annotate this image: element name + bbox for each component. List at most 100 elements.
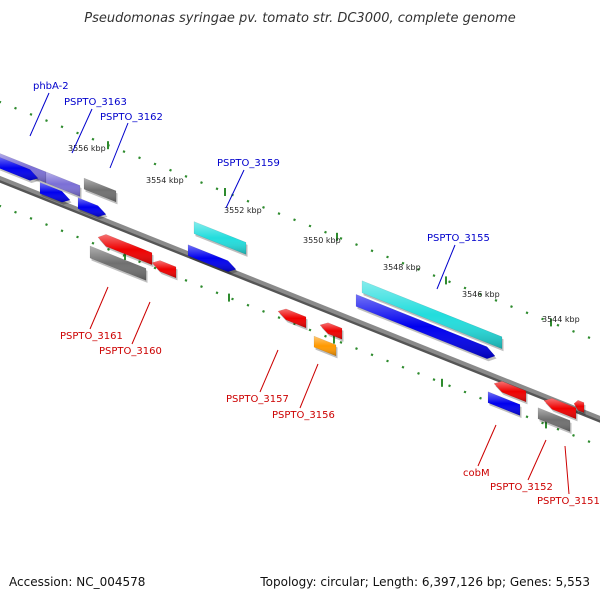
- lower-dotted-rail: [541, 421, 544, 425]
- phbA-2-label[interactable]: phbA-2: [33, 81, 69, 92]
- upper-dotted-rail: [355, 243, 358, 247]
- PSPTO_3162-label[interactable]: PSPTO_3162: [100, 112, 163, 123]
- upper-dotted-rail: [339, 236, 343, 240]
- upper-dotted-rail: [401, 261, 405, 265]
- PSPTO_3155-feature-highlight: [362, 280, 502, 349]
- genome-backbone: [0, 175, 600, 421]
- lower-dotted-rail: [45, 223, 48, 227]
- upper-dotted-rail: [76, 131, 79, 135]
- cobM-feature-highlight: [488, 391, 520, 416]
- lower-dotted-rail: [184, 278, 188, 282]
- lower-dotted-rail: [339, 340, 343, 344]
- PSPTO_3152-gene-highlight: [544, 398, 576, 419]
- map-title: Pseudomonas syringae pv. tomato str. DC3…: [84, 11, 516, 26]
- upper-dotted-rail: [370, 249, 374, 253]
- upper-dotted-rail: [494, 298, 498, 302]
- upper-dotted-rail: [246, 199, 250, 203]
- upper-dotted-rail: [587, 336, 591, 340]
- lower-dotted-rail: [76, 235, 79, 239]
- cobM-label[interactable]: cobM: [463, 468, 490, 479]
- lower-dotted-rail: [14, 210, 17, 214]
- lower-dotted-rail: [401, 365, 405, 369]
- lower-dotted-rail: [138, 260, 141, 264]
- upper-dotted-rail: [572, 329, 575, 333]
- upper-dotted-rail: [293, 218, 296, 222]
- PSPTO_3156-gene-highlight: [320, 322, 342, 340]
- lower-dotted-rail: [153, 266, 157, 270]
- PSPTO_3159-feature-highlight: [194, 221, 246, 255]
- lower-dotted-rail: [277, 316, 281, 320]
- PSPTO_3159-label[interactable]: PSPTO_3159: [217, 158, 280, 169]
- upper-dotted-rail: [262, 205, 265, 209]
- upper-dotted-rail: [169, 168, 172, 172]
- PSPTO_3162-feature-highlight: [84, 178, 116, 202]
- upper-dotted-rail: [200, 181, 203, 185]
- lower-dotted-rail: [293, 322, 296, 326]
- upper-dotted-rail: [463, 286, 467, 290]
- lower-dotted-rail: [215, 291, 219, 295]
- lower-dotted-rail: [231, 297, 234, 301]
- PSPTO_3161-leader: [89, 286, 109, 330]
- PSPTO_3163-gene-highlight: [40, 182, 70, 203]
- upper-dotted-rail: [324, 230, 327, 234]
- upper-dotted-rail: [122, 150, 126, 154]
- accession-text: Accession: NC_004578: [9, 575, 145, 589]
- lower-dotted-rail: [417, 371, 420, 375]
- upper-dotted-rail: [0, 100, 2, 104]
- PSPTO_3155-leader: [436, 244, 456, 290]
- PSPTO_3151-gene-highlight: [574, 400, 584, 413]
- upper-dotted-rail: [14, 106, 17, 110]
- upper-dotted-rail: [432, 274, 436, 278]
- phbA-2-leader: [29, 92, 50, 137]
- PSPTO_3161-label[interactable]: PSPTO_3161: [60, 331, 123, 342]
- upper-dotted-rail: [29, 112, 33, 116]
- lower-dotted-rail: [448, 384, 451, 388]
- PSPTO_3152-leader: [527, 439, 547, 481]
- lower-dotted-rail: [556, 427, 560, 431]
- lower-dotted-rail: [587, 440, 591, 444]
- upper-dotted-rail: [556, 323, 560, 327]
- PSPTO_3152-label[interactable]: PSPTO_3152: [490, 482, 553, 493]
- lower-dotted-rail: [200, 285, 203, 289]
- lower-dotted-rail: [479, 396, 482, 400]
- upper-dotted-rail: [541, 317, 544, 321]
- lower-dotted-rail: [463, 390, 467, 394]
- PSPTO_3160-label[interactable]: PSPTO_3160: [99, 346, 162, 357]
- lower-dotted-rail: [107, 247, 110, 251]
- PSPTO_3157-label[interactable]: PSPTO_3157: [226, 394, 289, 405]
- upper-dotted-rail: [138, 156, 141, 160]
- upper-dotted-rail: [184, 174, 188, 178]
- upper-dotted-rail: [386, 255, 389, 259]
- PSPTO_3155-label[interactable]: PSPTO_3155: [427, 233, 490, 244]
- upper-dotted-rail: [479, 292, 482, 296]
- tick-label-3550-kbp: 3550 kbp: [303, 236, 341, 245]
- PSPTO_3156-label[interactable]: PSPTO_3156: [272, 410, 335, 421]
- PSPTO_3161-feature-highlight: [90, 246, 146, 281]
- upper-dotted-rail: [525, 311, 529, 315]
- lower-dotted-rail: [386, 359, 389, 363]
- upper-dotted-rail: [60, 125, 64, 129]
- upper-dotted-rail: [91, 137, 95, 141]
- cobM-gene-highlight: [494, 381, 526, 402]
- PSPTO_3151-leader: [564, 445, 570, 495]
- PSPTO_3156-feature-highlight: [314, 336, 336, 356]
- genome-summary-text: Topology: circular; Length: 6,397,126 bp…: [259, 575, 590, 589]
- PSPTO_3163-label[interactable]: PSPTO_3163: [64, 97, 127, 108]
- PSPTO_3163-feature-highlight: [46, 171, 80, 197]
- lower-dotted-rail: [91, 241, 95, 245]
- PSPTO_3156-leader: [299, 363, 319, 409]
- lower-dotted-rail: [370, 353, 374, 357]
- PSPTO_3151-label[interactable]: PSPTO_3151: [537, 496, 600, 507]
- lower-dotted-rail: [572, 433, 575, 437]
- PSPTO_3160-leader: [131, 301, 151, 345]
- upper-dotted-rail: [448, 280, 451, 284]
- upper-dotted-rail: [153, 162, 157, 166]
- phbA-2-gene-highlight: [0, 157, 38, 181]
- PSPTO_3163-leader: [71, 108, 93, 154]
- upper-dotted-rail: [417, 267, 420, 271]
- lower-dotted-rail: [60, 229, 64, 233]
- tick-label-3556-kbp: 3556 kbp: [68, 144, 106, 153]
- upper-dotted-rail: [277, 212, 281, 216]
- upper-dotted-rail: [215, 187, 219, 191]
